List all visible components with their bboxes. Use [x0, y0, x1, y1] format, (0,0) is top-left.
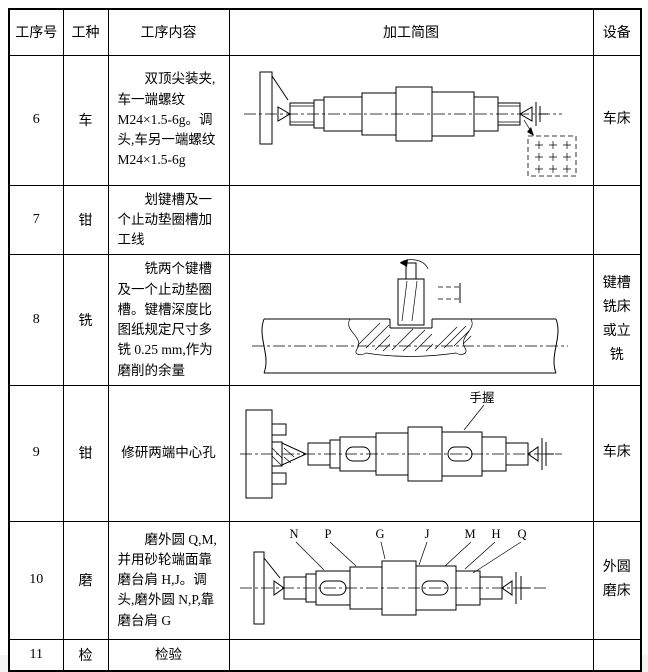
row9-sketch: 手握	[228, 384, 594, 522]
table-row: 8 铣 铣两个键槽及一个止动垫圈槽。键槽深度比图纸规定尺寸多铣 0.25 mm,…	[8, 254, 642, 386]
row6-worktype: 车	[62, 54, 109, 186]
row7-content: 划键槽及一个止动垫圈槽加工线	[107, 184, 230, 256]
header-content: 工序内容	[107, 8, 230, 56]
table-header-row: 工序号 工种 工序内容 加工简图 设备	[8, 8, 642, 56]
label-Q: Q	[517, 527, 526, 541]
row8-equipment: 键槽铣床或立铣	[592, 254, 642, 386]
table-row: 11 检 检验	[8, 638, 642, 672]
row8-no: 8	[8, 254, 64, 386]
table-row: 6 车 双顶尖装夹,车一端螺纹 M24×1.5-6g。调头,车另一端螺纹 M24…	[8, 54, 642, 186]
row6-content: 双顶尖装夹,车一端螺纹 M24×1.5-6g。调头,车另一端螺纹 M24×1.5…	[107, 54, 230, 186]
row6-no: 6	[8, 54, 64, 186]
row11-worktype: 检	[62, 638, 109, 672]
label-M: M	[464, 527, 475, 541]
row11-equipment	[592, 638, 642, 672]
row10-worktype: 磨	[62, 520, 109, 640]
header-process-no: 工序号	[8, 8, 64, 56]
table-row: 10 磨 磨外圆 Q,M,并用砂轮端面靠磨台肩 H,J。调头,磨外圆 N,P,靠…	[8, 520, 642, 640]
row10-no: 10	[8, 520, 64, 640]
row11-content: 检验	[107, 638, 230, 672]
label-N: N	[289, 527, 298, 541]
row9-content: 修研两端中心孔	[107, 384, 230, 522]
row6-equipment: 车床	[592, 54, 642, 186]
center-hole-lapping-diagram: 手握	[240, 390, 562, 499]
row10-sketch: N P G J M H Q	[228, 520, 594, 640]
turning-between-centers-diagram	[244, 71, 577, 177]
row9-no: 9	[8, 384, 64, 522]
header-equipment: 设备	[592, 8, 642, 56]
cylindrical-grinding-diagram: N P G J M H Q	[240, 527, 546, 625]
process-table: 工序号 工种 工序内容 加工简图 设备 6 车 双顶尖装夹,车一端螺纹 M24×…	[8, 8, 642, 672]
label-J: J	[425, 527, 430, 541]
row11-sketch	[228, 638, 594, 672]
row11-no: 11	[8, 638, 64, 672]
label-P: P	[325, 527, 332, 541]
keyway-milling-diagram	[252, 259, 568, 374]
row7-worktype: 钳	[62, 184, 109, 256]
table-row: 9 钳 修研两端中心孔	[8, 384, 642, 522]
row7-equipment	[592, 184, 642, 256]
header-worktype: 工种	[62, 8, 109, 56]
row7-no: 7	[8, 184, 64, 256]
label-H: H	[491, 527, 500, 541]
row9-worktype: 钳	[62, 384, 109, 522]
row10-equipment: 外圆磨床	[592, 520, 642, 640]
row7-sketch	[228, 184, 594, 256]
row6-sketch	[228, 54, 594, 186]
table-row: 7 钳 划键槽及一个止动垫圈槽加工线	[8, 184, 642, 256]
hand-hold-label: 手握	[469, 390, 494, 405]
row8-worktype: 铣	[62, 254, 109, 386]
label-G: G	[375, 527, 384, 541]
row8-sketch	[228, 254, 594, 386]
row8-content: 铣两个键槽及一个止动垫圈槽。键槽深度比图纸规定尺寸多铣 0.25 mm,作为磨削…	[107, 254, 230, 386]
row10-content: 磨外圆 Q,M,并用砂轮端面靠磨台肩 H,J。调头,磨外圆 N,P,靠磨台肩 G	[107, 520, 230, 640]
header-sketch: 加工简图	[228, 8, 594, 56]
row9-equipment: 车床	[592, 384, 642, 522]
